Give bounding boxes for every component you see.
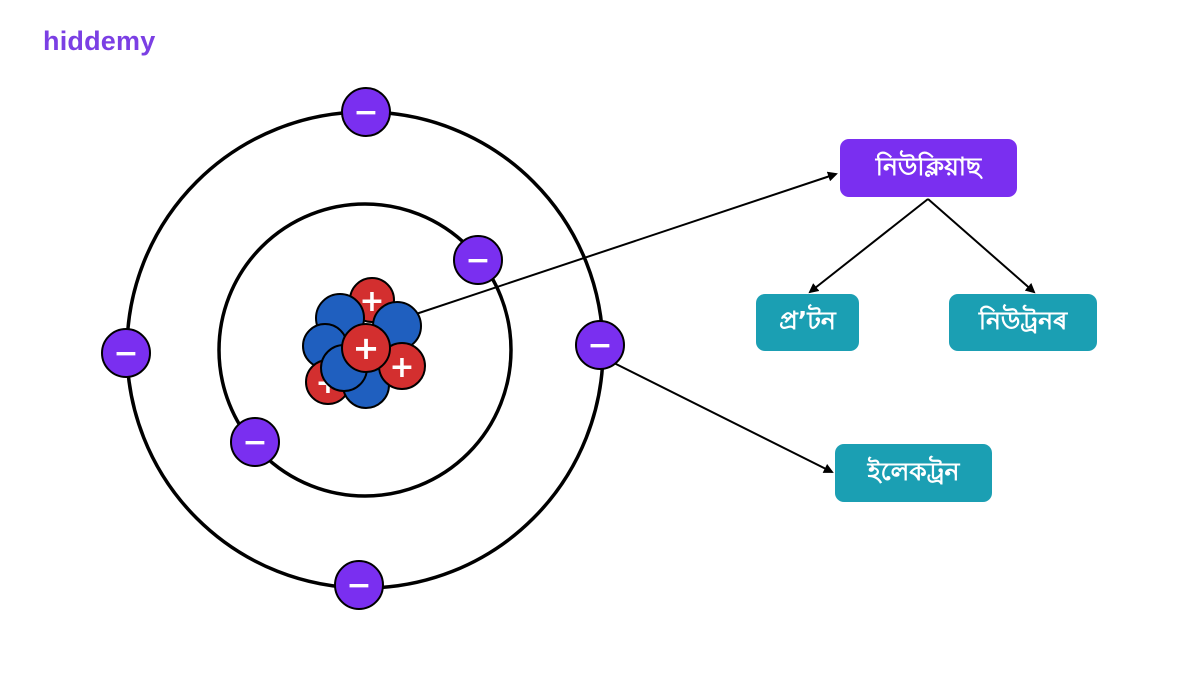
electron: −	[101, 328, 151, 378]
svg-text:−: −	[353, 95, 378, 130]
nucleus-to-neutron-arrow	[927, 198, 1036, 294]
hiddemy-logo: hiddemy	[43, 26, 156, 56]
svg-text:−: −	[465, 243, 490, 278]
electron: −	[575, 320, 625, 370]
neutron-label: নিউট্ৰনৰ	[949, 294, 1097, 351]
svg-text:+: +	[353, 329, 380, 367]
svg-text:−: −	[242, 425, 267, 460]
nucleus-cluster: + + +	[302, 277, 426, 409]
inner-orbit	[217, 202, 513, 498]
proton-label: প্ৰ’টন	[756, 294, 859, 351]
proton: +	[341, 323, 391, 373]
electron: −	[334, 560, 384, 610]
svg-text:+: +	[389, 350, 414, 385]
electron: −	[453, 235, 503, 285]
electron: −	[341, 87, 391, 137]
nucleus-to-proton-arrow	[808, 198, 929, 294]
nucleus-arrow	[409, 171, 838, 317]
svg-text:−: −	[113, 336, 138, 371]
svg-text:−: −	[587, 328, 612, 363]
electron-label: ইলেকট্ৰন	[835, 444, 992, 502]
electron-arrow	[611, 361, 834, 473]
electron: −	[230, 417, 280, 467]
nucleus-label: নিউক্লিয়াছ	[840, 139, 1017, 197]
svg-text:−: −	[346, 568, 371, 603]
